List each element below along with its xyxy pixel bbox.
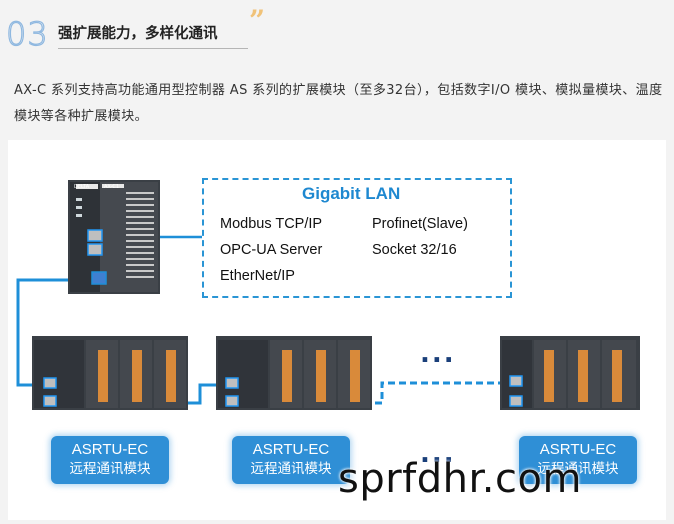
module-label-name: ASRTU-EC	[71, 441, 149, 458]
protocol-socket: Socket 32/16	[372, 242, 457, 258]
ethernet-port	[87, 229, 103, 242]
remote-rack-3	[500, 336, 640, 410]
lan-title: Gigabit LAN	[302, 184, 401, 203]
controller-brand: DELTA	[74, 184, 90, 190]
ethernet-port	[91, 271, 107, 285]
module2-to-module3-line	[232, 381, 515, 405]
module-label-3: ASRTU-EC 远程通讯模块	[519, 436, 637, 484]
ethernet-port	[87, 243, 103, 256]
section-title: 强扩展能力，多样化通讯	[58, 26, 218, 42]
controller-model: AX-C1	[104, 184, 119, 190]
lan-box	[202, 178, 512, 298]
module-label-desc: 远程通讯模块	[69, 461, 151, 477]
protocol-opcua: OPC-UA Server	[220, 242, 323, 258]
module-label-name: ASRTU-EC	[252, 441, 330, 458]
module-label-desc: 远程通讯模块	[250, 461, 332, 477]
ellipsis-top: ...	[420, 339, 456, 369]
remote-rack-1	[32, 336, 188, 410]
watermark-text: sprfdhr.com	[338, 456, 582, 502]
quote-mark-icon: ”	[249, 4, 266, 37]
module-label-2: ASRTU-EC 远程通讯模块	[232, 436, 350, 484]
remote-rack-2	[216, 336, 372, 410]
protocol-ethernetip: EtherNet/IP	[220, 268, 295, 284]
protocol-profinet: Profinet(Slave)	[372, 216, 468, 232]
intro-text: AX-C 系列支持高功能通用型控制器 AS 系列的扩展模块（至多32台），包括数…	[14, 83, 663, 124]
section-number: 03	[5, 14, 49, 53]
module-label-name: ASRTU-EC	[539, 441, 617, 458]
controller-device	[68, 180, 160, 294]
title-underline	[58, 48, 248, 49]
protocol-modbus: Modbus TCP/IP	[220, 216, 323, 232]
module-label-1: ASRTU-EC 远程通讯模块	[51, 436, 169, 484]
module-label-desc: 远程通讯模块	[537, 461, 619, 477]
ellipsis-bottom: ...	[420, 439, 456, 469]
